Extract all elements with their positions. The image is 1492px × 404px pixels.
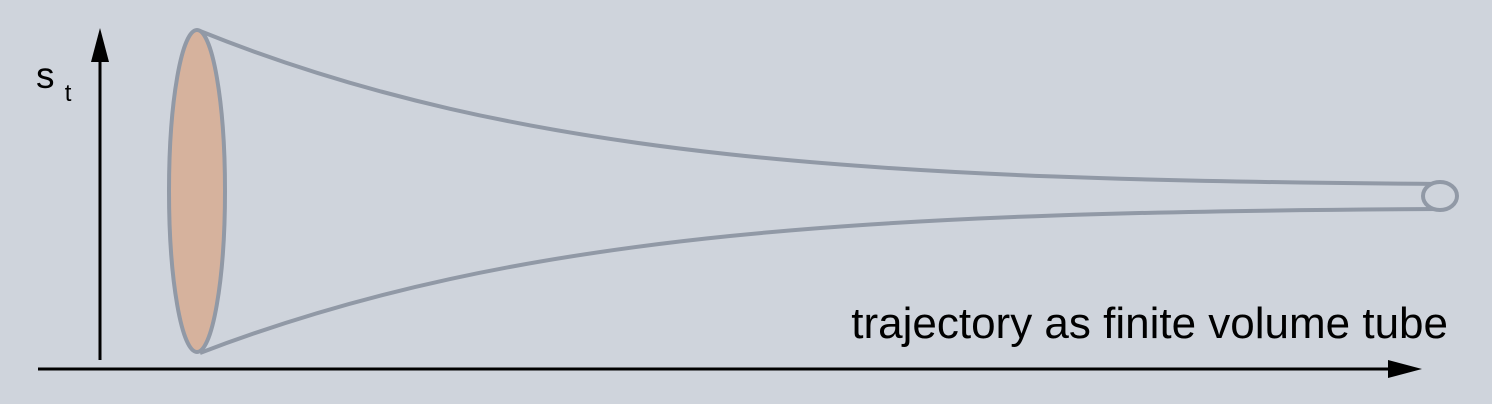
diagram-caption: trajectory as finite volume tube — [851, 299, 1448, 348]
final-cross-section — [1421, 180, 1459, 212]
horizontal-axis-arrowhead — [1388, 360, 1422, 378]
initial-cross-section — [167, 28, 227, 354]
tube-upper-edge — [199, 29, 1441, 186]
vertical-axis-arrowhead — [91, 28, 109, 62]
tube-lower-edge — [199, 207, 1441, 355]
y-axis-label-subscript: t — [65, 80, 72, 107]
y-axis-label: s t — [36, 55, 72, 107]
y-axis-label-main: s — [36, 55, 55, 96]
